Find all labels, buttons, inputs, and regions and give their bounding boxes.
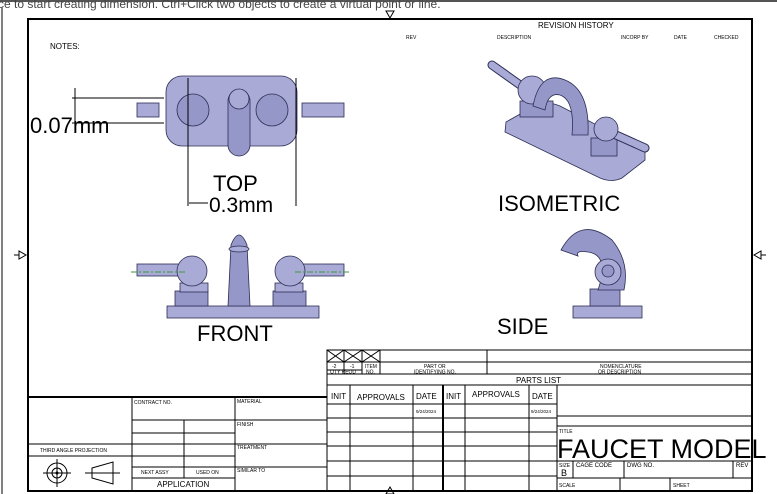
rev-col-date: DATE <box>674 35 688 41</box>
status-hint: ce to start creating dimension. Ctrl+Cli… <box>0 0 441 11</box>
part-no-label: PART OR <box>424 364 446 370</box>
notes-label: NOTES: <box>50 42 80 51</box>
front-view[interactable] <box>131 234 350 319</box>
qty-col-1: -1 <box>350 364 355 370</box>
center-marker-left <box>14 250 28 260</box>
size-label: SIZE <box>559 463 571 469</box>
item-no-label: NO. <box>366 370 375 376</box>
approvals-header-init-1: INIT <box>331 392 346 401</box>
nomenclature-label: NOMENCLATURE <box>600 364 642 370</box>
treatment-label: TREATMENT <box>237 445 267 451</box>
title-block: TITLE FAUCET MODEL SIZE B CAGE CODE DWG … <box>557 415 767 491</box>
approval-date-1: 9/24/2024 <box>416 409 437 414</box>
sheet-label: SHEET <box>673 483 690 489</box>
dimension-vertical[interactable]: 0.07mm <box>30 88 164 138</box>
rev-label: REV <box>736 463 748 469</box>
finish-label: FINISH <box>237 422 254 428</box>
approvals-table: INIT APPROVALS DATE INIT APPROVALS DATE … <box>326 384 558 492</box>
dwg-no-label: DWG NO. <box>627 463 654 469</box>
third-angle-projection-icon <box>43 459 120 487</box>
dimension-horizontal-value: 0.3mm <box>209 194 273 217</box>
qty-reqd-label: QTY REQD <box>330 370 356 376</box>
used-on-label: USED ON <box>196 470 219 476</box>
next-assy-label: NEXT ASSY <box>141 470 169 476</box>
rev-col-checked: CHECKED <box>714 35 739 41</box>
material-label: MATERIAL <box>237 399 262 405</box>
parts-list-title: PARTS LIST <box>516 376 561 385</box>
contract-no-label: CONTRACT NO. <box>134 400 172 406</box>
qty-col-2: -2 <box>332 364 337 370</box>
parts-list: -2 -1 QTY REQD ITEM NO. PART OR IDENTIFY… <box>326 349 753 386</box>
approvals-header-approvals-2: APPROVALS <box>472 390 520 399</box>
size-value: B <box>561 468 567 478</box>
view-label-top: TOP <box>213 171 258 196</box>
center-marker-top <box>385 10 395 20</box>
approvals-header-approvals-1: APPROVALS <box>357 393 405 402</box>
identifying-no-label: IDENTIFYING NO. <box>414 370 456 376</box>
projection-label: THIRD ANGLE PROJECTION <box>40 448 107 454</box>
view-label-isometric: ISOMETRIC <box>498 191 620 216</box>
rev-col-description: DESCRIPTION <box>497 35 532 41</box>
scale-label: SCALE <box>559 483 576 489</box>
item-label: ITEM <box>365 364 377 370</box>
top-view[interactable] <box>136 75 345 157</box>
description-label: OR DESCRIPTION <box>598 370 641 376</box>
contract-block: CONTRACT NO. MATERIAL FINISH TREATMENT S… <box>28 396 327 491</box>
drawing-title: FAUCET MODEL <box>557 434 767 464</box>
isometric-view[interactable] <box>487 60 650 181</box>
approvals-header-date-2: DATE <box>532 392 553 401</box>
cage-code-label: CAGE CODE <box>576 463 612 469</box>
approval-date-2: 9/24/2024 <box>531 409 552 414</box>
side-view[interactable] <box>560 229 643 319</box>
view-label-front: FRONT <box>197 321 273 346</box>
dimension-horizontal[interactable]: 0.3mm <box>187 78 297 217</box>
dimension-vertical-value: 0.07mm <box>30 113 109 138</box>
similar-to-label: SIMILAR TO <box>237 468 265 474</box>
rev-col-incorp-by: INCORP BY <box>621 35 649 41</box>
title-label: TITLE <box>559 429 573 435</box>
center-marker-right <box>752 250 766 260</box>
view-label-side: SIDE <box>497 314 548 339</box>
rev-col-rev: REV <box>406 35 417 41</box>
approvals-header-init-2: INIT <box>446 392 461 401</box>
application-label: APPLICATION <box>157 480 210 489</box>
window-top-edge <box>0 0 777 2</box>
revision-history-title: REVISION HISTORY <box>538 21 614 30</box>
approvals-header-date-1: DATE <box>416 392 437 401</box>
